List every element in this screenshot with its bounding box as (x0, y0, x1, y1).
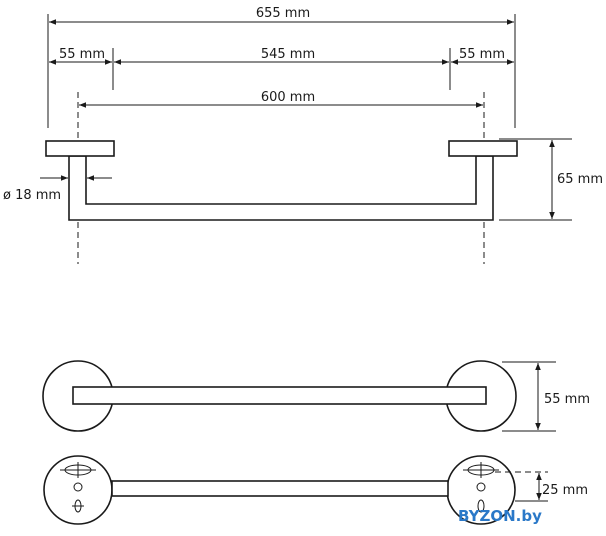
lower-hole-right (477, 499, 485, 513)
dim-right-offset: 55 mm (459, 47, 505, 62)
flange-left-front (45, 140, 115, 157)
dim-bar-length: 600 mm (261, 90, 315, 105)
towel-bar-mount (111, 480, 449, 497)
mount-holes-right (463, 462, 499, 513)
dim-mount-offset: 25 mm (542, 483, 588, 498)
dim-center-span: 545 mm (261, 47, 315, 62)
screw-hole-left (73, 482, 83, 492)
dim-flange-depth: 55 mm (544, 392, 590, 407)
dim-left-offset: 55 mm (59, 47, 105, 62)
watermark-logo: BYZON.by (458, 507, 542, 525)
towel-bar-front (68, 155, 494, 221)
towel-bar-top (72, 386, 487, 405)
front-view: 655 mm 55 mm 545 mm 55 mm 600 mm ø 18 mm… (3, 6, 603, 264)
mount-holes-left (60, 462, 96, 513)
mounting-view: 25 mm (43, 455, 588, 525)
dim-tube-diameter: ø 18 mm (3, 188, 61, 203)
top-view: 55 mm (42, 360, 590, 432)
screw-hole-right (476, 482, 486, 492)
dim-height: 65 mm (557, 172, 603, 187)
flange-right-front (448, 140, 518, 157)
dim-overall-width: 655 mm (256, 6, 310, 21)
